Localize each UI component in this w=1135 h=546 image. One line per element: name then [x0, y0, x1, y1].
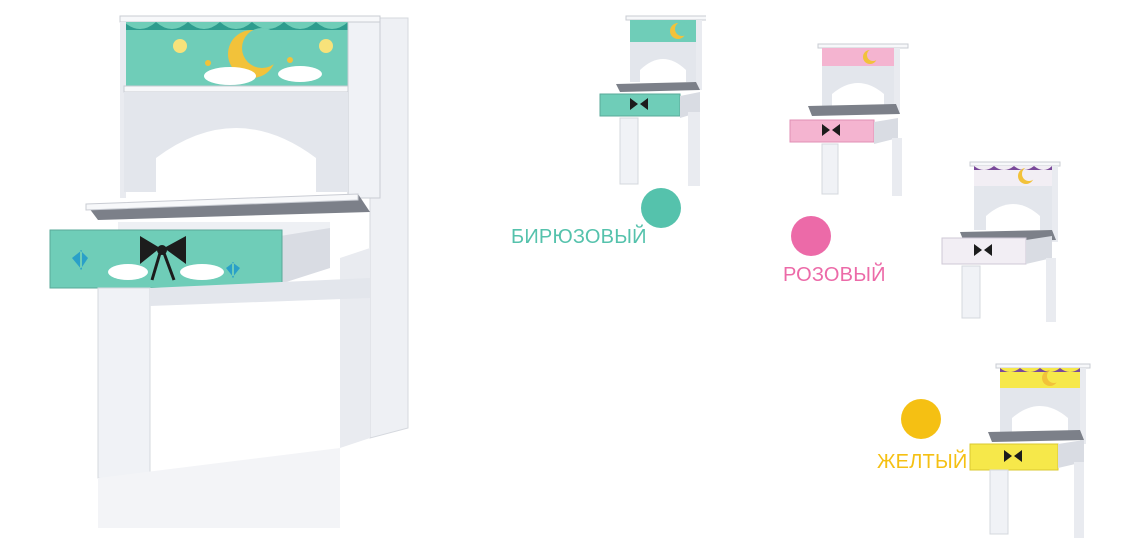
turquoise-swatch[interactable]	[641, 188, 681, 228]
yellow-label: ЖЕЛТЫЙ	[877, 451, 968, 473]
turquoise-desk-thumbnail[interactable]	[596, 14, 706, 189]
main-desk-image	[40, 8, 440, 538]
pink-label: РОЗОВЫЙ	[783, 264, 886, 286]
yellow-desk-thumbnail[interactable]	[968, 362, 1096, 542]
pink-desk-thumbnail[interactable]	[788, 42, 910, 197]
white-desk-thumbnail[interactable]	[940, 160, 1065, 325]
pink-swatch[interactable]	[791, 216, 831, 256]
turquoise-label: БИРЮЗОВЫЙ	[511, 226, 647, 248]
yellow-swatch[interactable]	[901, 399, 941, 439]
